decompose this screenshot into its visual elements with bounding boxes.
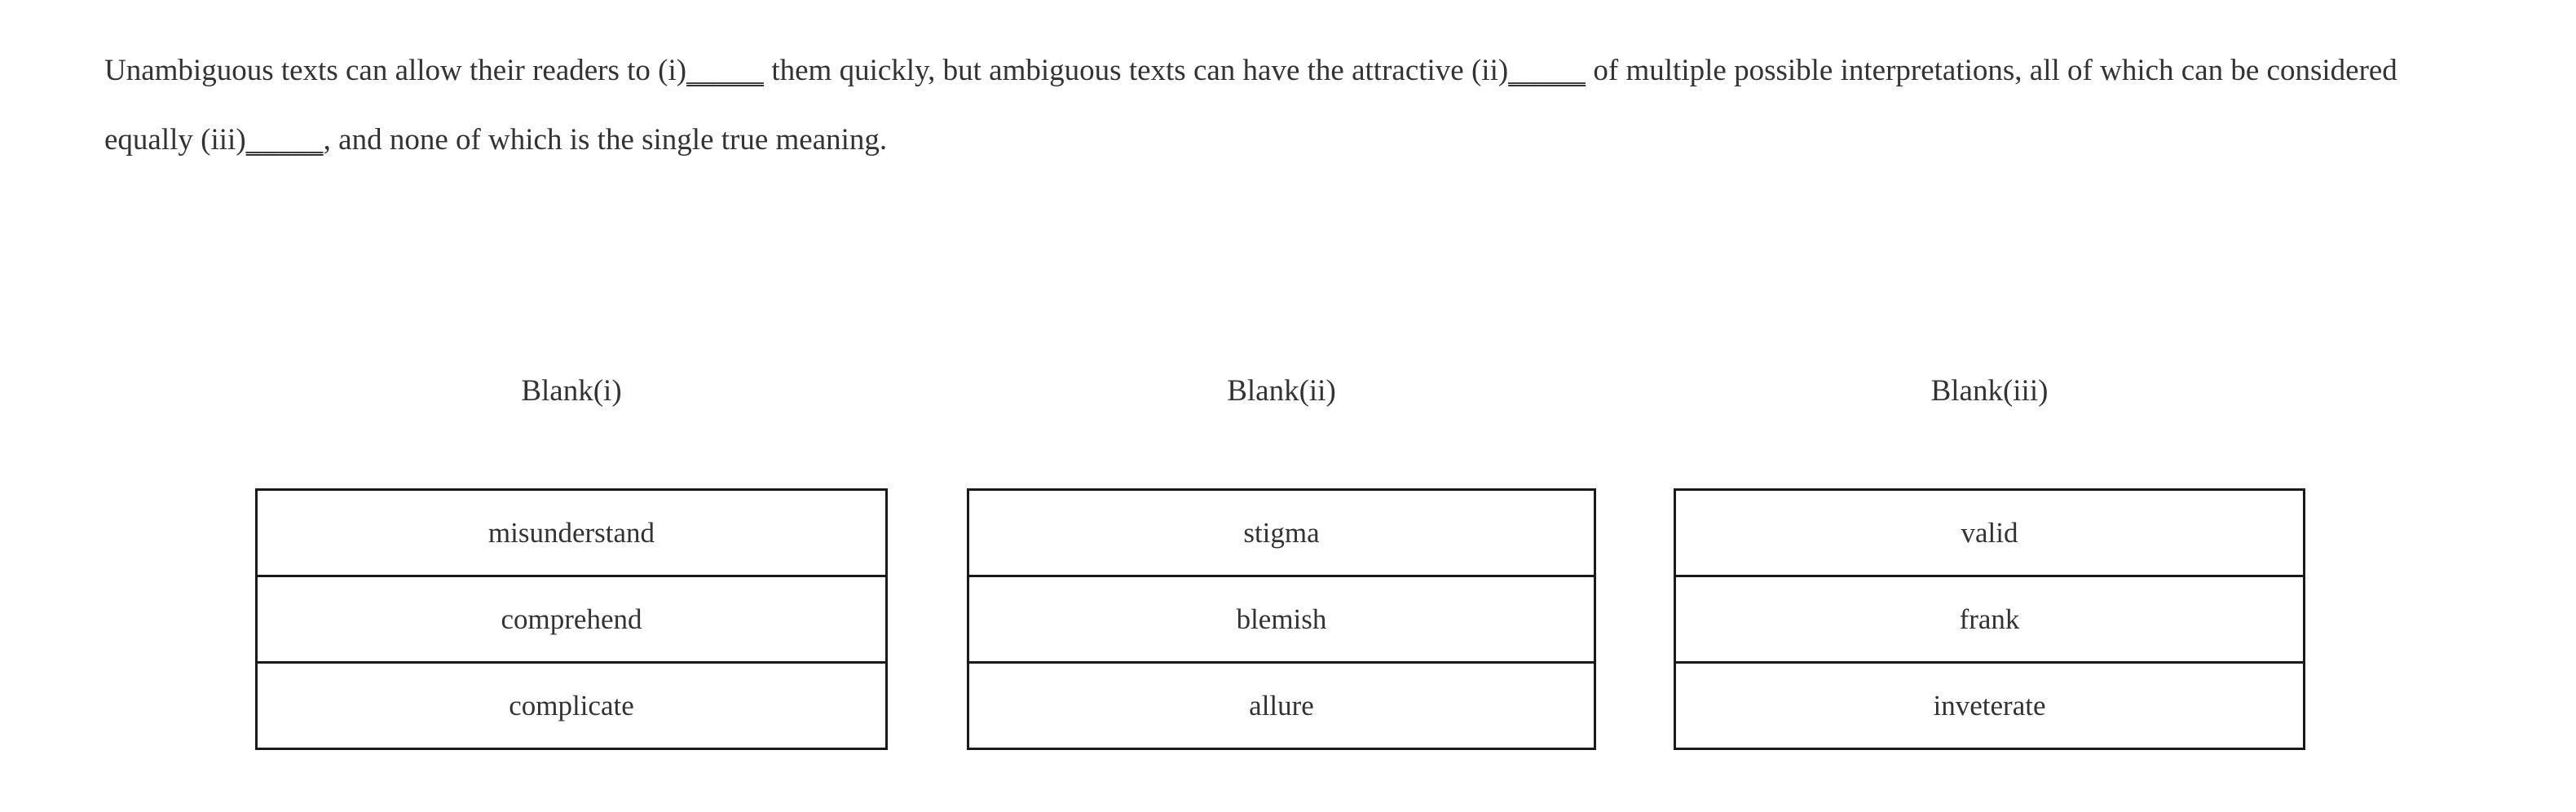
choice-option-iii-2[interactable]: frank xyxy=(1674,575,2305,663)
choice-option-i-3[interactable]: complicate xyxy=(256,661,887,749)
choice-option-iii-1[interactable]: valid xyxy=(1674,489,2305,576)
choice-option-i-1[interactable]: misunderstand xyxy=(256,489,887,576)
choice-table-iii: valid frank inveterate xyxy=(1674,488,2305,750)
passage-segment-4: of multiple possible interpretations, al… xyxy=(104,54,2406,157)
choice-table-ii: stigma blemish allure xyxy=(967,488,1596,750)
blank-group-ii: Blank(ii) stigma blemish allure xyxy=(967,371,1596,750)
table-row[interactable]: comprehend xyxy=(256,575,887,663)
passage-text: Unambiguous texts can allow their reader… xyxy=(104,36,2468,174)
table-row[interactable]: blemish xyxy=(968,575,1595,663)
table-row[interactable]: valid xyxy=(1674,489,2305,576)
passage-blank-5: _____ xyxy=(245,123,324,157)
blank-group-i: Blank(i) misunderstand comprehend compli… xyxy=(255,371,888,750)
table-row[interactable]: inveterate xyxy=(1674,661,2305,749)
passage-segment-0: Unambiguous texts can allow their reader… xyxy=(104,54,687,87)
table-row[interactable]: complicate xyxy=(256,661,887,749)
choice-option-iii-3[interactable]: inveterate xyxy=(1674,661,2305,749)
table-row[interactable]: allure xyxy=(968,661,1595,749)
choice-table-i: misunderstand comprehend complicate xyxy=(255,488,888,750)
passage-blank-3: _____ xyxy=(1508,54,1586,87)
passage-segment-2: them quickly, but ambiguous texts can ha… xyxy=(764,54,1509,87)
passage-segment-6: , and none of which is the single true m… xyxy=(323,123,888,157)
blank-heading-iii: Blank(iii) xyxy=(1930,374,2049,408)
table-row[interactable]: frank xyxy=(1674,575,2305,663)
table-row[interactable]: stigma xyxy=(968,489,1595,576)
passage-blank-1: _____ xyxy=(686,54,765,87)
choice-option-ii-2[interactable]: blemish xyxy=(968,575,1595,663)
choice-option-ii-1[interactable]: stigma xyxy=(968,489,1595,576)
blank-heading-ii: Blank(ii) xyxy=(1227,374,1336,408)
table-row[interactable]: misunderstand xyxy=(256,489,887,576)
blank-heading-i: Blank(i) xyxy=(521,374,622,408)
choice-option-ii-3[interactable]: allure xyxy=(968,661,1595,749)
choice-option-i-2[interactable]: comprehend xyxy=(256,575,887,663)
blank-group-iii: Blank(iii) valid frank inveterate xyxy=(1674,371,2305,750)
